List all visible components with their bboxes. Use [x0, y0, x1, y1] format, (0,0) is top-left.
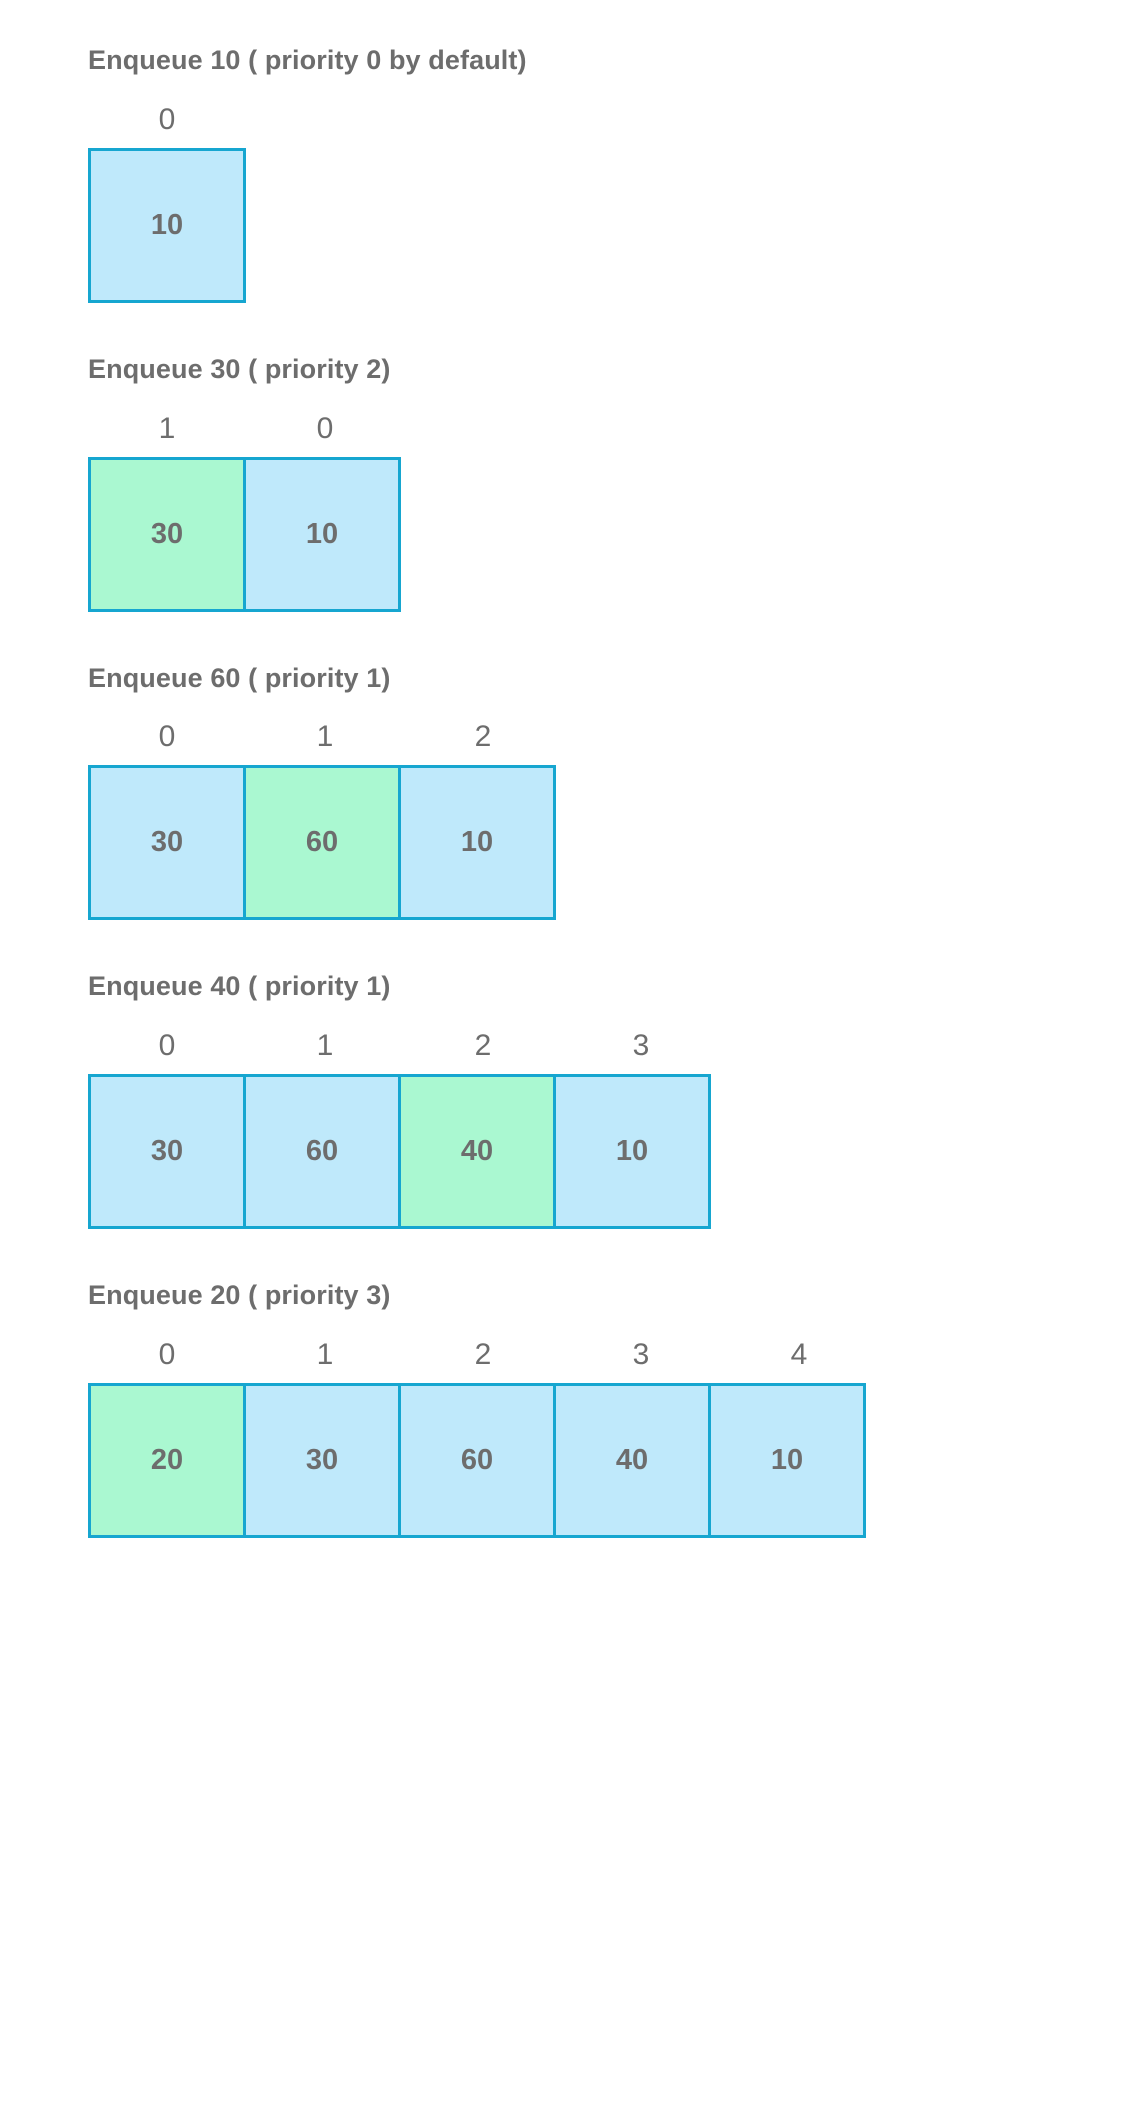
index-label: 3	[632, 1337, 650, 1371]
step-header: Enqueue 60 ( priority 1)	[0, 662, 1140, 696]
queue-cell: 20	[88, 1382, 246, 1538]
index-label: 1	[158, 411, 176, 445]
step-title: Enqueue 30 ( priority 2)	[88, 353, 391, 384]
index-label: 2	[474, 1029, 492, 1062]
index-row: 0	[88, 98, 1140, 142]
index-row: 0 1 2 3 4	[88, 1333, 1140, 1377]
step-header: Enqueue 20 ( priority 3)	[0, 1279, 1140, 1313]
queue-cell: 30	[88, 456, 246, 612]
queue-cell: 30	[243, 1382, 401, 1538]
queue-cell: 30	[88, 1074, 246, 1229]
index-row: 0 1 2	[88, 715, 1140, 759]
index-label: 1	[316, 1337, 334, 1371]
index-label: 2	[474, 720, 492, 754]
queue-cell: 60	[243, 765, 401, 921]
queue-cell: 30	[88, 765, 246, 921]
queue-cell: 10	[398, 765, 556, 921]
index-label: 0	[158, 1029, 176, 1062]
index-label: 0	[158, 102, 176, 136]
step-title: Enqueue 20 ( priority 3)	[88, 1280, 391, 1310]
index-label: 4	[790, 1337, 808, 1371]
step-spacer	[0, 1538, 1140, 1588]
queue-cells-row: 10	[88, 147, 1140, 303]
index-label: 1	[316, 1029, 334, 1062]
index-label: 3	[632, 1029, 650, 1062]
queue-cell: 40	[398, 1074, 556, 1229]
step-spacer	[0, 303, 1140, 353]
index-label: 0	[158, 1337, 176, 1371]
queue-cell: 10	[88, 147, 246, 303]
step-header: Enqueue 40 ( priority 1)	[0, 970, 1140, 1004]
index-label: 2	[474, 1337, 492, 1371]
step-spacer	[0, 920, 1140, 970]
index-row: 0 1 2 3	[88, 1024, 1140, 1068]
step-spacer	[0, 1229, 1140, 1279]
step-spacer	[0, 612, 1140, 662]
step-title: Enqueue 40 ( priority 1)	[88, 971, 391, 1002]
step-title: Enqueue 10 ( priority 0 by default)	[88, 45, 527, 75]
index-label: 0	[316, 411, 334, 445]
queue-cell: 60	[243, 1074, 401, 1229]
queue-cell: 10	[708, 1382, 866, 1538]
queue-cell: 10	[243, 456, 401, 612]
queue-cell: 60	[398, 1382, 556, 1538]
index-label: 0	[158, 720, 176, 754]
step-header: Enqueue 10 ( priority 0 by default)	[0, 44, 1140, 78]
queue-cell: 40	[553, 1382, 711, 1538]
queue-cell: 10	[553, 1074, 711, 1229]
step-header: Enqueue 30 ( priority 2)	[0, 353, 1140, 387]
index-label: 1	[316, 720, 334, 754]
step-title: Enqueue 60 ( priority 1)	[88, 662, 391, 693]
